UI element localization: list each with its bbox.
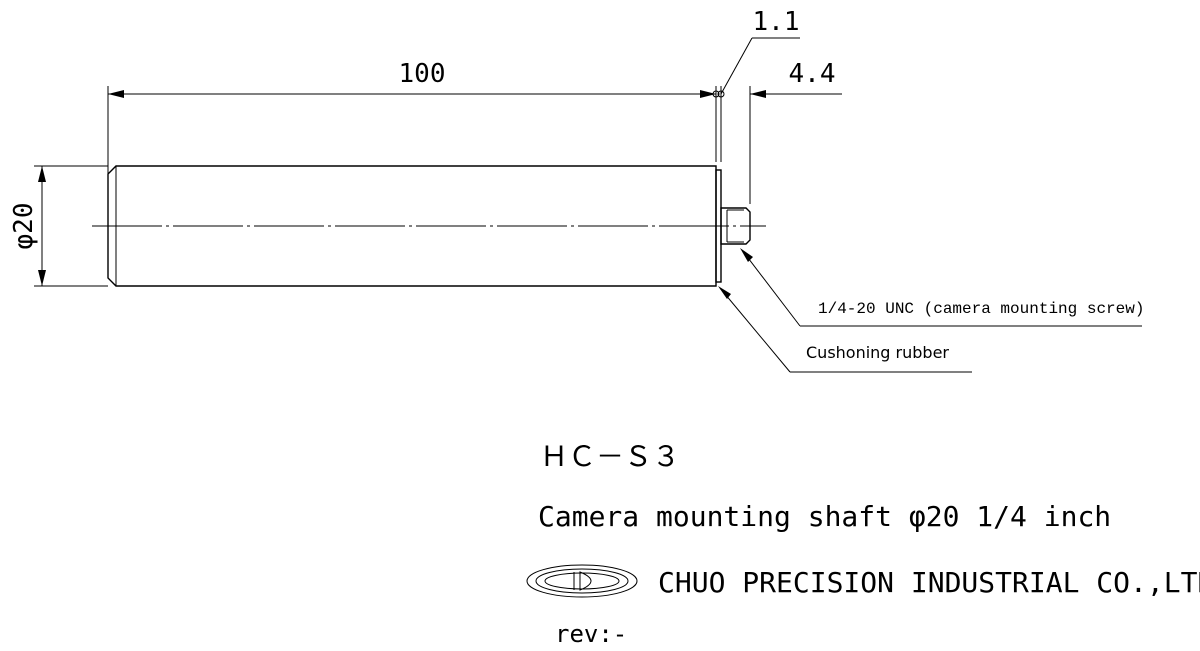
- screw-length-label: 4.4: [789, 59, 836, 89]
- revision-label: rev:-: [555, 620, 627, 648]
- rubber-thickness-label: 1.1: [753, 7, 800, 37]
- rubber-callout-leader: [718, 286, 972, 373]
- chuo-precision-logo-icon: [526, 564, 638, 598]
- diameter-symbol: φ: [9, 234, 39, 250]
- model-number: ＨＣ－Ｓ３: [540, 440, 680, 473]
- diameter-label: φ20: [9, 203, 39, 250]
- rubber-callout-label: Cushoning rubber: [806, 343, 949, 362]
- diameter-value: 20: [9, 203, 39, 234]
- length-dimension-label: 100: [399, 59, 446, 89]
- length-dimension: [107, 86, 717, 174]
- screw-callout-label: 1/4-20 UNC (camera mounting screw): [818, 300, 1144, 318]
- rubber-thickness-dimension: [712, 37, 800, 162]
- screw-length-dimension: [749, 86, 842, 204]
- product-description: Camera mounting shaft φ20 1/4 inch: [538, 500, 1111, 533]
- screw-callout-leader: [740, 248, 1142, 327]
- diameter-dimension: [34, 165, 108, 287]
- company-name: CHUO PRECISION INDUSTRIAL CO.,LTD.: [658, 566, 1200, 599]
